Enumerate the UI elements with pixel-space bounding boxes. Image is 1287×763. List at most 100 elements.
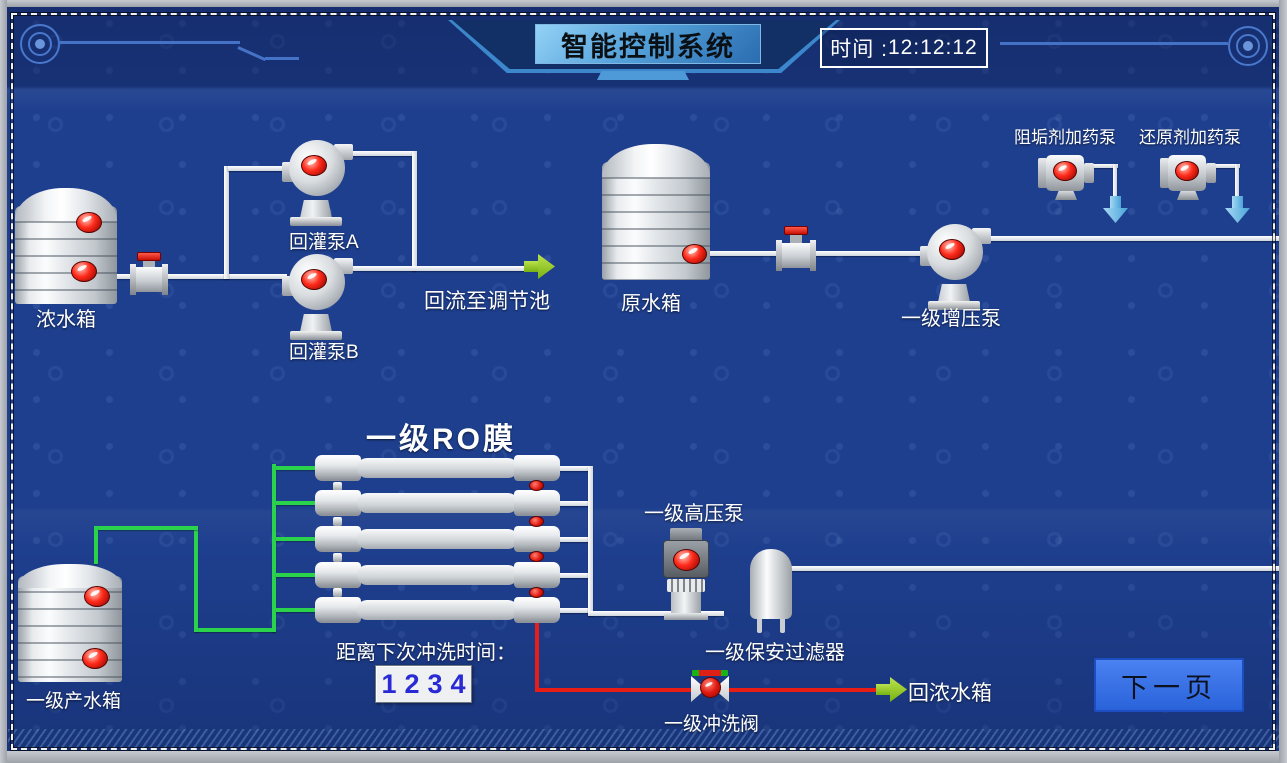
pipe xyxy=(224,166,229,279)
window-frame xyxy=(0,751,1287,763)
pump-pedestal xyxy=(300,314,332,332)
filter-body xyxy=(750,549,792,619)
stage1-flush-valve[interactable] xyxy=(691,670,729,702)
tube-cap xyxy=(514,526,560,552)
raw-water-valve[interactable] xyxy=(776,226,816,271)
pump-cap xyxy=(670,528,702,541)
pipe xyxy=(1113,164,1117,198)
pipe xyxy=(986,236,1282,241)
pipe xyxy=(1212,164,1240,168)
green-pipe xyxy=(194,526,198,632)
tube-cap xyxy=(514,562,560,588)
green-pipe xyxy=(276,466,316,470)
backflush-pump-a[interactable] xyxy=(282,138,353,226)
pump-column xyxy=(671,592,701,613)
status-light xyxy=(84,586,110,607)
tube-connector xyxy=(333,553,342,562)
tube-cap xyxy=(315,490,361,516)
ro-membrane-tube xyxy=(315,455,560,481)
tube-body xyxy=(357,493,518,513)
tube-cap xyxy=(315,597,361,623)
status-light xyxy=(71,261,97,282)
pipe xyxy=(1090,164,1118,168)
tube-connector xyxy=(333,588,342,597)
valve-stem xyxy=(143,261,155,269)
window-frame xyxy=(1279,0,1287,763)
corner-dot-icon xyxy=(35,39,45,49)
stage1-security-filter xyxy=(750,549,792,633)
pump-flange xyxy=(1084,163,1094,183)
ro-membrane-tube xyxy=(315,562,560,588)
green-pipe xyxy=(276,608,316,612)
pipe xyxy=(557,501,591,506)
reducer-dosing-pump[interactable] xyxy=(1160,146,1216,200)
pump-pedestal xyxy=(300,200,332,218)
status-light xyxy=(682,244,707,264)
status-light xyxy=(1053,161,1077,181)
green-pipe xyxy=(276,537,316,541)
status-light xyxy=(939,239,965,260)
pipe xyxy=(1235,164,1239,198)
arrow-shaft xyxy=(524,261,538,272)
tube-body xyxy=(357,458,518,478)
pump-foot xyxy=(1177,190,1199,200)
pipe xyxy=(412,151,417,271)
flow-arrow-right-icon xyxy=(524,254,556,280)
clock-display: 时间 :12:12:12 xyxy=(820,28,988,68)
backflush-pump-b[interactable] xyxy=(282,252,353,340)
green-pipe xyxy=(276,573,316,577)
concentrate-port-valve xyxy=(529,480,544,491)
tube-body xyxy=(357,529,518,549)
valve-actuator-bar xyxy=(692,670,728,676)
valve-body xyxy=(776,240,816,271)
arrow-shaft xyxy=(1232,196,1243,208)
pipe xyxy=(588,611,724,616)
title-banner-tab xyxy=(597,71,689,80)
corner-circle-icon xyxy=(1228,26,1268,66)
pipe xyxy=(346,266,526,271)
tube-cap xyxy=(315,455,361,481)
flush-countdown-label: 距离下次冲洗时间： xyxy=(336,642,516,664)
raw-water-tank-label: 原水箱 xyxy=(621,293,681,315)
tube-connector xyxy=(333,482,342,491)
reducer-pump-label: 还原剂加药泵 xyxy=(1139,128,1241,147)
stage1-high-pressure-pump[interactable] xyxy=(663,528,709,620)
arrow-head xyxy=(1225,208,1250,223)
return-to-pool-label: 回流至调节池 xyxy=(424,290,550,313)
tube-cap xyxy=(514,455,560,481)
concentrate-outlet-valve[interactable] xyxy=(130,252,168,295)
dosing-arrow-down-icon xyxy=(1103,196,1128,223)
header-trace-line xyxy=(265,57,299,60)
backflush-pump-b-label: 回灌泵B xyxy=(289,342,359,363)
green-pipe xyxy=(276,501,316,505)
green-pipe xyxy=(196,628,276,632)
antiscalant-dosing-pump[interactable] xyxy=(1038,146,1094,200)
bottom-hatch-band xyxy=(8,729,1279,748)
arrow-head xyxy=(1103,208,1128,223)
next-page-button[interactable]: 下一页 xyxy=(1094,658,1244,712)
valve-stem xyxy=(790,235,802,243)
tube-cap xyxy=(315,562,361,588)
green-pipe xyxy=(272,464,276,632)
pump-foot xyxy=(1055,190,1077,200)
ro-membrane-title: 一级RO膜 xyxy=(366,423,516,456)
clock-value: 12:12:12 xyxy=(887,36,978,59)
pump-foot xyxy=(664,613,708,620)
ro-membrane-tube xyxy=(315,597,560,623)
pipe xyxy=(557,608,591,613)
concentrate-port-valve xyxy=(529,551,544,562)
clock-label: 时间 : xyxy=(830,38,888,61)
corner-circle-icon xyxy=(20,24,60,64)
concentrate-tank-label: 浓水箱 xyxy=(36,309,96,331)
corner-circle-icon xyxy=(1236,34,1260,58)
pump-pedestal xyxy=(938,284,970,302)
security-filter-label: 一级保安过滤器 xyxy=(705,642,845,664)
backflush-pump-a-label: 回灌泵A xyxy=(289,232,359,253)
pipe xyxy=(789,566,1282,571)
valve-handle xyxy=(784,226,808,235)
pump-flange xyxy=(1206,163,1216,183)
stage1-booster-pump[interactable] xyxy=(920,222,991,310)
pump-flange xyxy=(1038,158,1047,188)
ro-membrane-tube xyxy=(315,490,560,516)
